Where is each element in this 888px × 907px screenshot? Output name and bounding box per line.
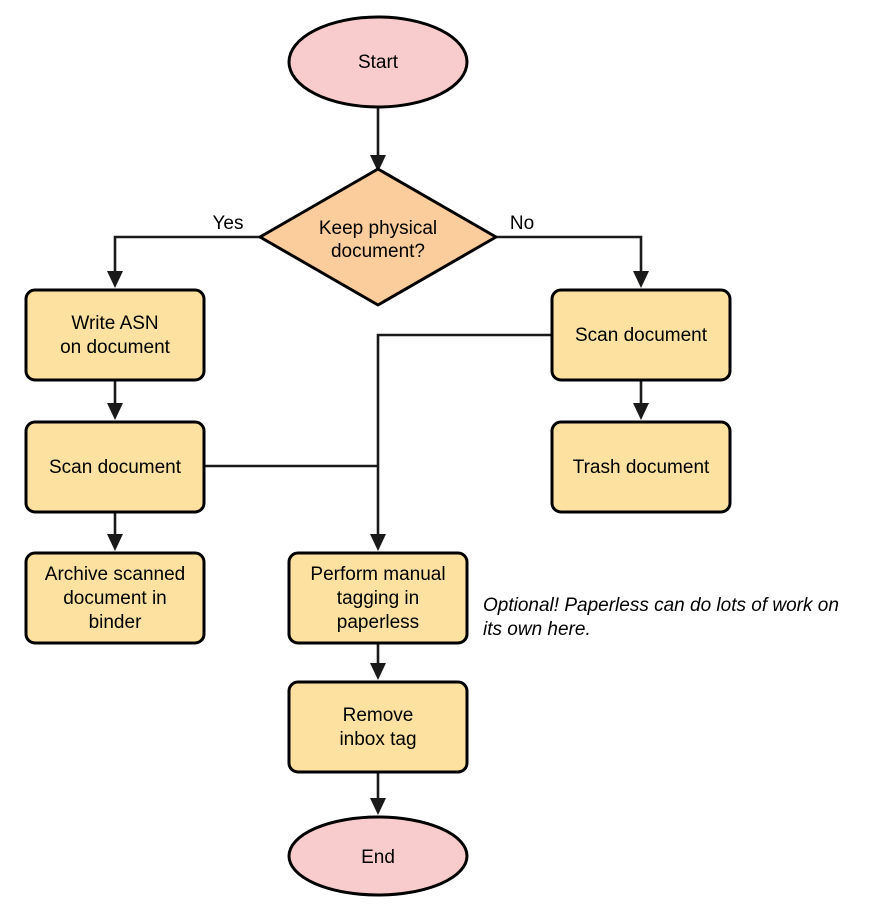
- node-archive-scanned-document-in-binder[interactable]: Archive scanned document in binder: [24, 551, 206, 645]
- edge-label-no: No: [510, 213, 534, 234]
- write-asn-label-line1: Write ASN: [71, 313, 158, 334]
- scan-document-left-label: Scan document: [49, 457, 182, 478]
- edge-remove-inbox-to-end: [370, 772, 386, 815]
- edge-start-to-decision: [370, 107, 386, 172]
- edge-decision-to-scan-right: [496, 235, 649, 288]
- end-ellipse-shape: [287, 815, 469, 897]
- arrowhead-no-branch: [633, 271, 649, 288]
- arrowhead-scan-trash: [633, 403, 649, 420]
- remove-inbox-rect-shape: [287, 680, 469, 774]
- scan-document-right-label: Scan document: [575, 325, 708, 346]
- archive-label-line3: binder: [89, 612, 142, 633]
- arrowhead-remove-end: [370, 798, 386, 815]
- archive-label-line1: Archive scanned: [45, 564, 185, 585]
- archive-rect-shape: [24, 551, 206, 645]
- scan-document-right-rect-shape: [550, 288, 732, 382]
- arrowhead-yes-branch: [107, 271, 123, 288]
- trash-document-rect-shape: [550, 420, 732, 514]
- node-scan-document-left[interactable]: Scan document: [24, 420, 206, 514]
- arrowhead-trunk-tagging: [370, 534, 386, 551]
- decision-label-line2: document?: [331, 241, 425, 262]
- decision-diamond-shape: [258, 167, 498, 307]
- write-asn-label-line2: on document: [60, 337, 171, 358]
- edge-line-no-branch: [496, 235, 643, 278]
- tagging-rect-shape: [287, 551, 469, 645]
- tagging-label-line1: Perform manual: [310, 564, 445, 585]
- edge-write-asn-to-scan-left: [107, 380, 123, 420]
- edge-scan-left-to-archive: [107, 512, 123, 551]
- arrowhead-asn-scan: [107, 403, 123, 420]
- node-perform-manual-tagging[interactable]: Perform manual tagging in paperless: [287, 551, 469, 645]
- decision-label-line1: Keep physical: [319, 218, 437, 239]
- arrowhead-scan-archive: [107, 534, 123, 551]
- node-start[interactable]: Start: [287, 15, 469, 109]
- arrowhead-tagging-remove: [370, 663, 386, 680]
- node-end[interactable]: End: [287, 815, 469, 897]
- node-remove-inbox-tag[interactable]: Remove inbox tag: [287, 680, 469, 774]
- edge-decision-to-write-asn: [107, 235, 260, 288]
- edge-scan-right-to-trash: [633, 380, 649, 420]
- node-decision-keep-physical-document[interactable]: Keep physical document?: [258, 167, 498, 307]
- start-label: Start: [358, 52, 399, 73]
- tagging-label-line3: paperless: [337, 612, 419, 633]
- optional-note-line1: Optional! Paperless can do lots of work …: [483, 595, 839, 616]
- node-trash-document[interactable]: Trash document: [550, 420, 732, 514]
- remove-inbox-label-line2: inbox tag: [339, 729, 416, 750]
- optional-note-line2: its own here.: [483, 619, 591, 640]
- start-ellipse-shape: [287, 15, 469, 109]
- edge-line-scan-right-to-tagging: [376, 333, 552, 541]
- scan-document-left-rect-shape: [24, 420, 206, 514]
- edge-tagging-to-remove-inbox: [370, 643, 386, 680]
- edge-label-yes: Yes: [213, 213, 244, 234]
- node-scan-document-right[interactable]: Scan document: [550, 288, 732, 382]
- annotation-optional-note: Optional! Paperless can do lots of work …: [483, 595, 839, 640]
- remove-inbox-label-line1: Remove: [343, 705, 414, 726]
- arrowhead-start-decision: [370, 155, 386, 172]
- archive-label-line2: document in: [63, 588, 167, 609]
- end-label: End: [361, 847, 395, 868]
- edge-line-yes-branch: [113, 235, 260, 278]
- trash-document-label: Trash document: [573, 457, 710, 478]
- edge-layer: [107, 107, 649, 815]
- write-asn-rect-shape: [24, 288, 206, 382]
- tagging-label-line2: tagging in: [337, 588, 419, 609]
- node-write-asn-on-document[interactable]: Write ASN on document: [24, 288, 206, 382]
